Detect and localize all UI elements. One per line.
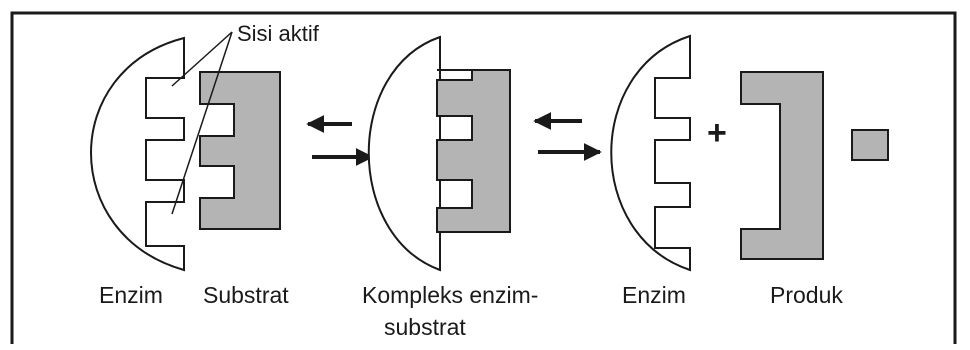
substrate-shape [199, 71, 281, 230]
diagram-frame [10, 11, 957, 344]
complex-label-line2: substrat [384, 314, 466, 340]
enzyme-shape-left [90, 36, 185, 272]
product-label: Produk [770, 282, 843, 308]
enzyme-label-right: Enzim [622, 282, 686, 308]
substrate-label: Substrat [203, 282, 289, 308]
plus-sign: + [707, 114, 727, 152]
complex-label-line1: Kompleks enzim- [362, 282, 539, 308]
product-shape-large [740, 71, 824, 260]
product-shape-small [851, 129, 889, 161]
active-site-pointer-upper [171, 31, 233, 87]
complex-enzyme-shape [367, 35, 441, 272]
active-site-pointer-lower [171, 31, 233, 215]
enzyme-label-left: Enzim [99, 282, 163, 308]
active-site-label: Sisi aktif [237, 21, 319, 46]
complex-substrate-shape [436, 69, 511, 233]
enzyme-shape-right [610, 34, 691, 272]
